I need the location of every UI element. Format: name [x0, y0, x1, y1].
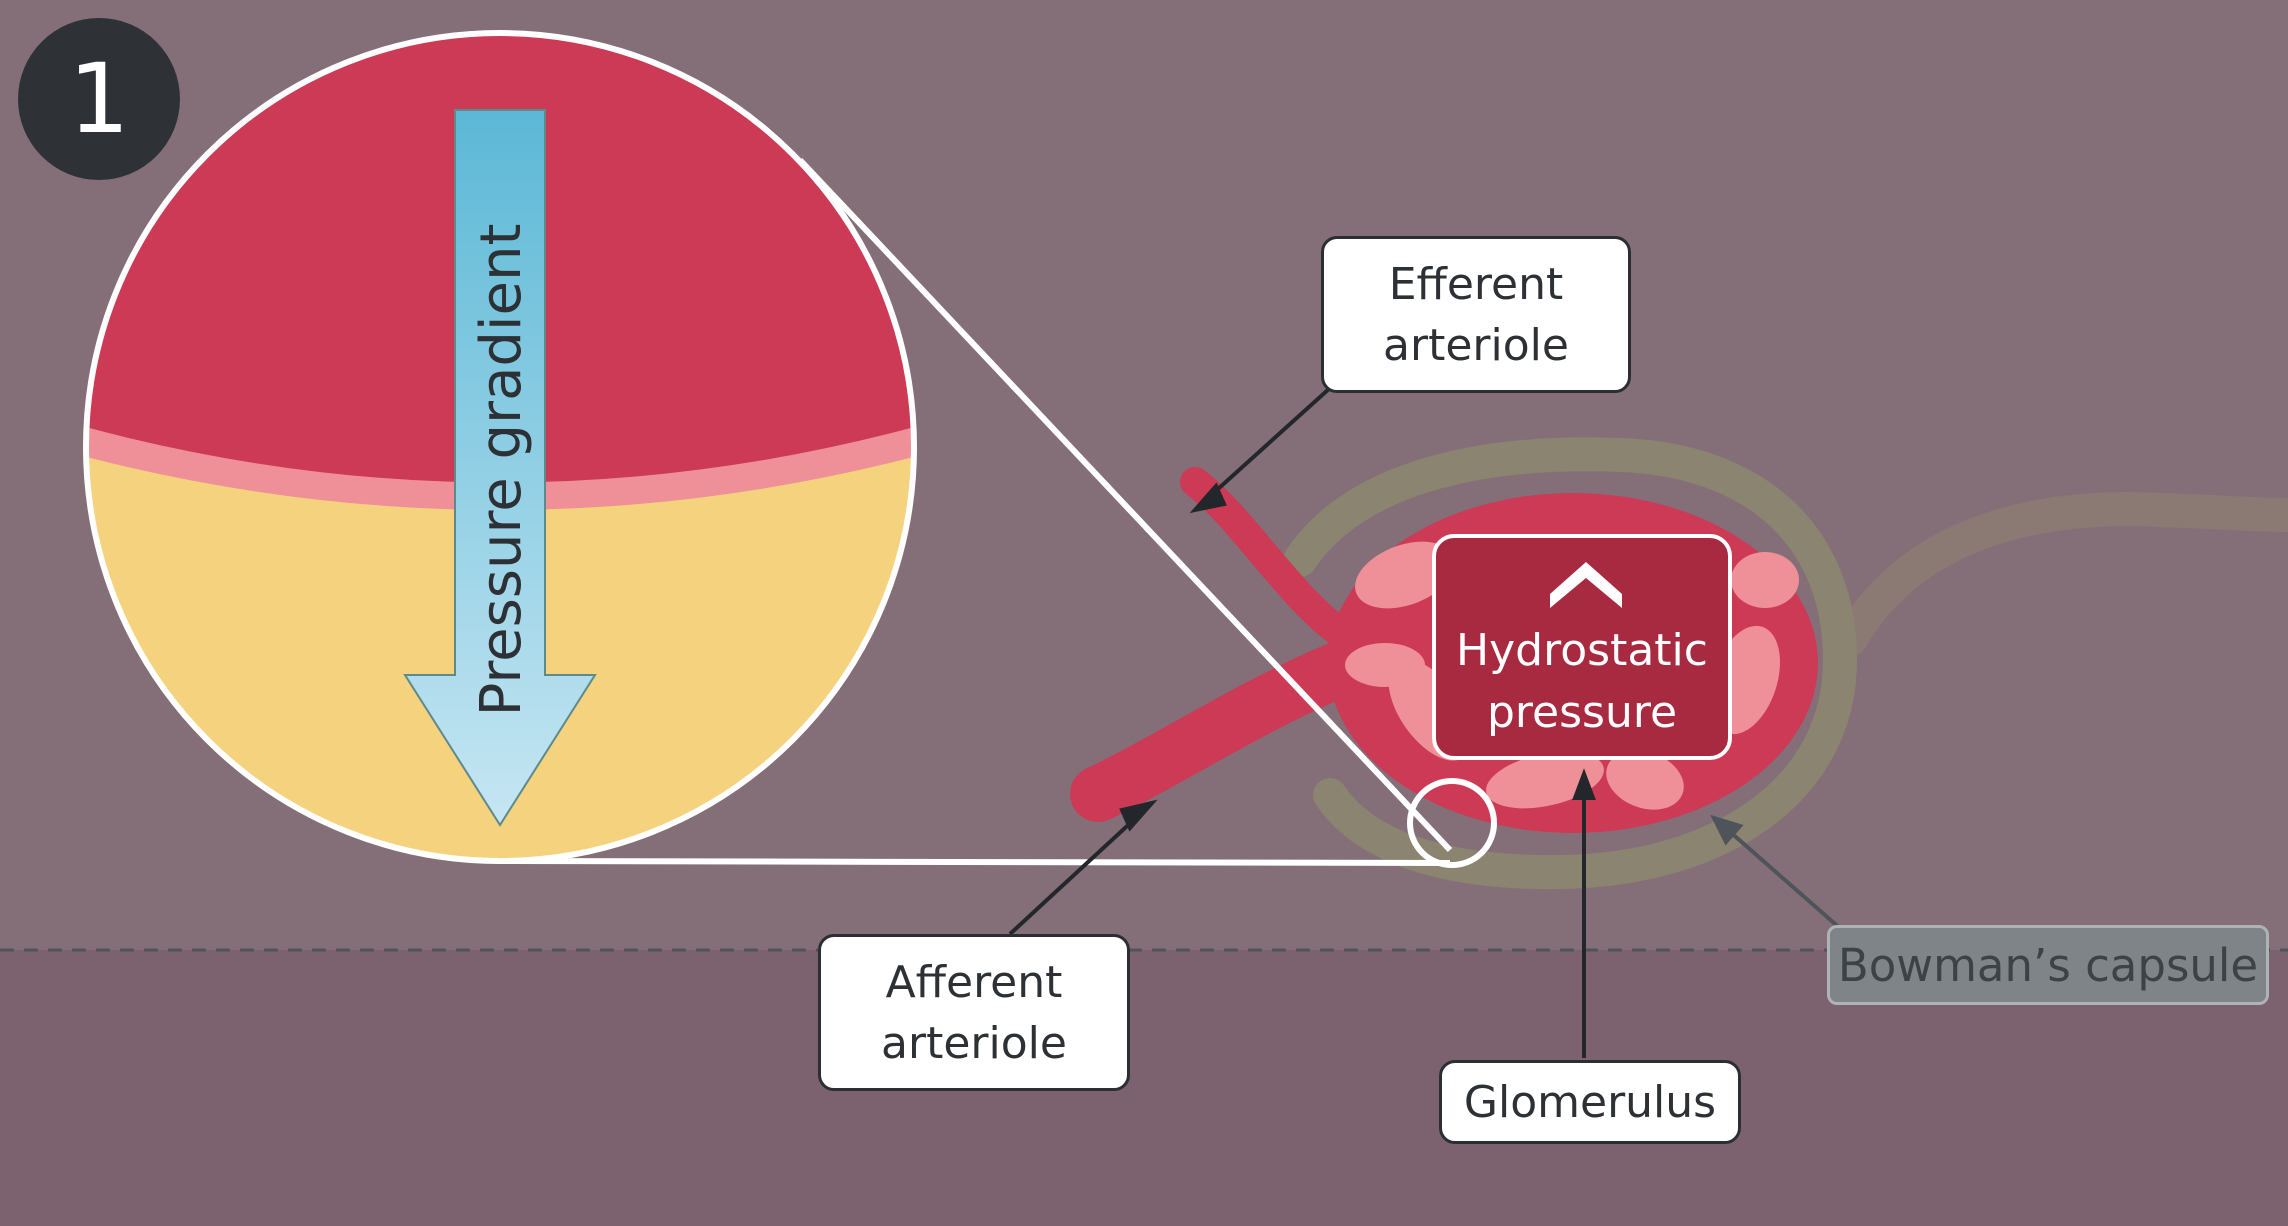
bowmans-capsule-shape: [1283, 437, 1858, 890]
zoom-line-lower: [499, 858, 1451, 866]
tubule-outline: [1833, 492, 2288, 657]
step-number-badge: 1: [18, 18, 180, 180]
label-pointers: [1008, 386, 1596, 1058]
glomerulus-label: Glomerulus: [1439, 1060, 1741, 1144]
hydrostatic-pressure-box: Hydrostatic pressure: [1432, 534, 1732, 760]
bowmans-pointer: [1710, 814, 1844, 932]
efferent-arteriole-label: Efferent arteriole: [1321, 236, 1631, 393]
hydrostatic-pressure-label: Hydrostatic pressure: [1456, 625, 1708, 738]
afferent-arteriole-vessel: [1070, 637, 1378, 822]
pressure-gradient-label: Pressure gradient: [469, 224, 534, 717]
afferent-arteriole-label: Afferent arteriole: [818, 934, 1130, 1091]
zoom-line-upper: [797, 157, 1453, 853]
zoom-target-ring: [1407, 778, 1497, 868]
pressure-gradient-arrow: [403, 109, 597, 827]
chevron-up-icon: [1550, 562, 1622, 608]
bowmans-capsule-label: Bowman’s capsule: [1827, 925, 2269, 1005]
